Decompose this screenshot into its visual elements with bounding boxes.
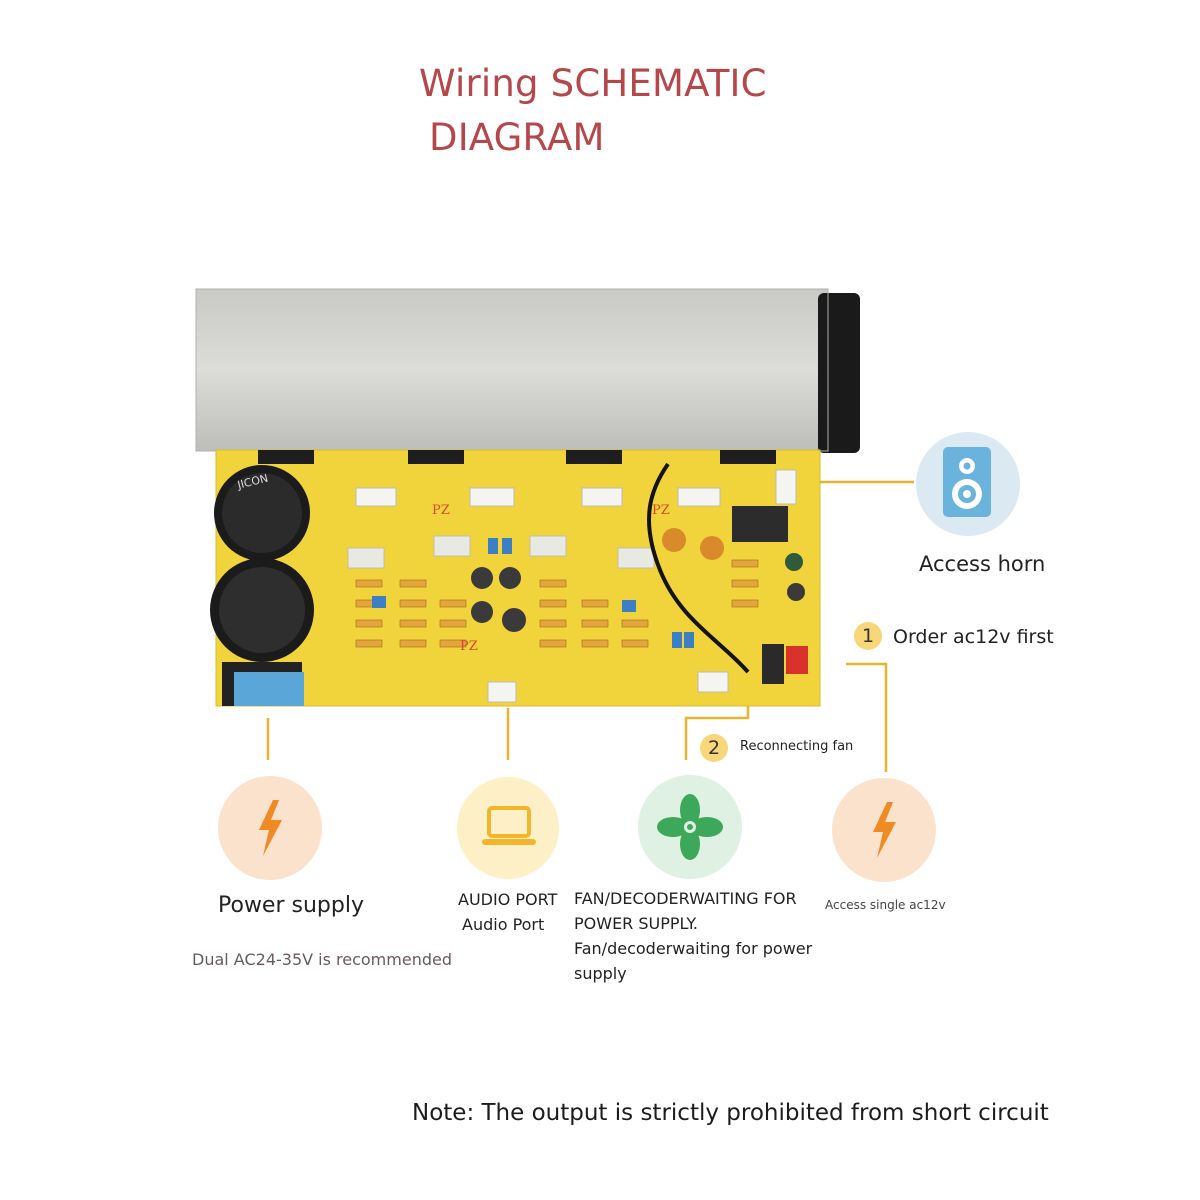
ac12v-label: Access single ac12v [825,898,946,912]
audio-label-2: Audio Port [462,915,545,934]
power-label: Power supply [218,893,364,918]
small-heatsinks [347,535,655,569]
audio-circle [457,777,559,879]
lightning-icon [869,802,899,858]
small-capacitors [471,528,805,632]
cooling-fan-body [818,293,860,453]
page-title-line2: DIAGRAM [429,116,605,159]
leader-lines [266,480,914,772]
power-connector [234,672,304,706]
fan-label-1: FAN/DECODERWAITING FOR [574,889,797,908]
fan-label-2: POWER SUPPLY. [574,914,698,933]
fan-label-4: supply [574,964,627,983]
ac12v-input-terminal [786,646,808,674]
filter-capacitors [210,465,314,662]
silkscreen-pz-3: PZ [460,639,478,654]
white-connectors [355,469,797,703]
power-transistors [258,450,776,464]
audio-label-1: AUDIO PORT [458,890,558,909]
fan-label-3: Fan/decoderwaiting for power [574,939,813,958]
resistors [355,559,759,648]
fan-wire [647,462,750,674]
step-1-badge: 1 [854,622,882,650]
silkscreen-labels: PZ PZ PZ [432,503,670,654]
step-2-badge: 2 [700,734,728,762]
power-note: Dual AC24-35V is recommended [192,950,452,969]
speaker-icon [942,446,992,518]
heatsink [195,288,860,453]
step-1-label: Order ac12v first [893,626,1054,648]
laptop-icon [480,806,538,848]
horn-label: Access horn [919,552,1046,576]
silkscreen-pz-1: PZ [432,503,450,518]
relay [732,506,788,542]
fan-icon [656,793,724,861]
page-title-line1: Wiring SCHEMATIC [419,62,767,105]
warning-note: Note: The output is strictly prohibited … [412,1100,1049,1126]
lightning-icon [255,800,285,856]
silkscreen-pz-2: PZ [652,503,670,518]
ac12v-input-terminal-base [762,644,784,684]
blue-components [372,538,694,648]
step-2-label: Reconnecting fan [740,739,854,754]
leader-ac12v [846,662,888,772]
